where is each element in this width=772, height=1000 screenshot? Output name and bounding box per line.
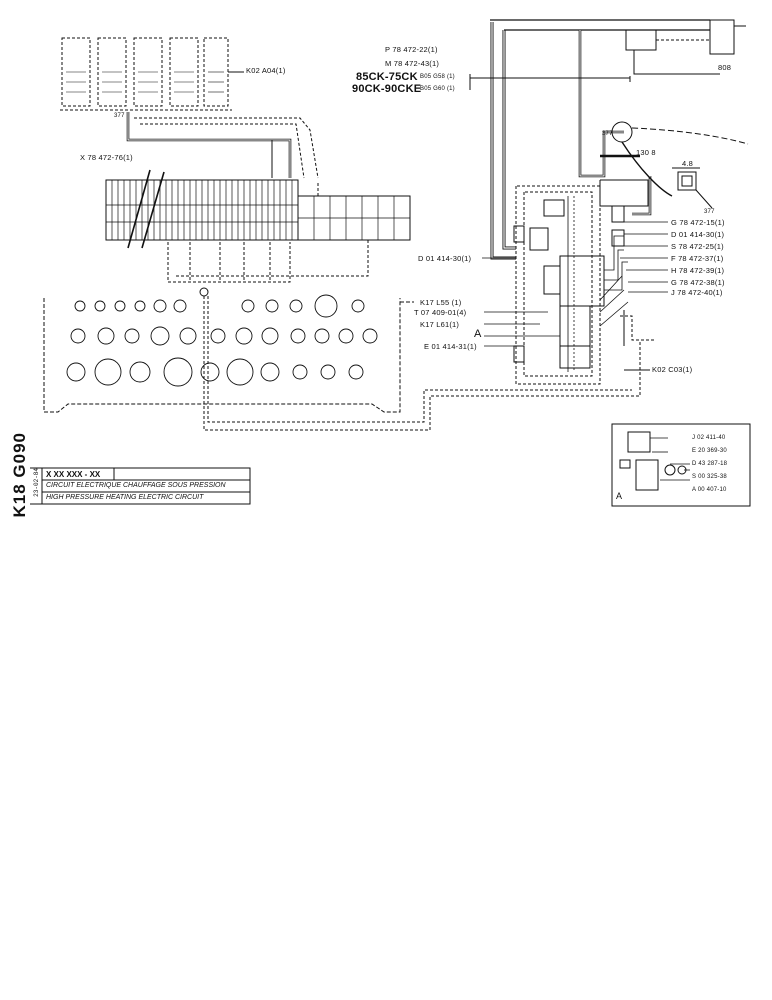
inset-item-3: D 43 287-18 [692,461,728,467]
model-85ck: 85CK-75CK [356,71,418,83]
control-panel-circles [66,294,378,387]
top-right-connector [625,19,746,75]
label-k17l61: K17 L61(1) [420,320,460,329]
leader-lines [482,221,668,347]
label-s78-25: S 78 472-25(1) [671,242,724,251]
label-377-fitting: 377 [704,209,715,215]
model-85ck-ref: B05 G58 (1) [420,74,455,80]
label-f78-37: F 78 472-37(1) [671,254,724,263]
model-90ck-ref: B05 G60 (1) [420,86,455,92]
label-808: 808 [718,63,732,72]
fitting-hex-icon [672,167,713,209]
label-k02c03: K02 C03(1) [652,365,693,374]
cable-glands [513,205,625,363]
terminal-block-drops [167,182,369,283]
label-k02a04: K02 A04(1) [246,66,286,75]
label-g78-15: G 78 472-15(1) [671,218,725,227]
sheet-code: K18 G090 [10,432,29,518]
inset-item-4: S 00 325-38 [692,474,727,480]
ground-wire [203,296,641,431]
connector-module-pins [66,71,224,93]
label-p78: P 78 472-22(1) [385,45,438,54]
sheet-date: 23-02-84 [33,468,40,497]
label-377-harness: 377 [114,113,125,119]
label-h78-39: H 78 472-39(1) [671,266,725,275]
title-english: HIGH PRESSURE HEATING ELECTRIC CIRCUIT [46,494,204,501]
label-m78: M 78 472-43(1) [385,59,440,68]
label-e01: E 01 414-31(1) [424,342,477,351]
harness-top-left [126,112,319,179]
label-t07: T 07 409-01(4) [414,308,467,317]
label-d01-right: D 01 414-30(1) [671,230,725,239]
ground-point-icon [199,287,209,297]
label-377-probe: 377 [602,131,613,137]
control-panel-outline [43,298,414,413]
ref-box: X XX XXX - XX [46,470,101,479]
label-k17l55: K17 L55 (1) [420,298,462,307]
title-french: CIRCUIT ELECTRIQUE CHAUFFAGE SOUS PRESSI… [46,482,226,489]
terminal-block [105,169,411,249]
heater-housing [515,185,601,385]
label-x78: X 78 472-76(1) [80,153,133,162]
inset-box-a [611,423,751,507]
inset-item-5: A 00 407-10 [692,487,727,493]
title-block-frame [30,467,251,505]
probe-sensor [611,121,749,197]
housing-wires [567,196,629,372]
inset-item-2: E 20 369-30 [692,448,727,454]
label-j78-40: J 78 472-40(1) [671,288,723,297]
relay-boxes [529,199,605,369]
label-1308: 130 8 [636,148,656,157]
label-d01-left: D 01 414-30(1) [418,254,472,263]
label-g78-38: G 78 472-38(1) [671,278,725,287]
inset-item-1: J 02 411-40 [692,435,726,441]
inset-letter: A [616,491,623,501]
model-90ck: 90CK-90CKE [352,83,422,95]
label-a: A [474,328,482,340]
label-48: 4.8 [682,159,694,168]
